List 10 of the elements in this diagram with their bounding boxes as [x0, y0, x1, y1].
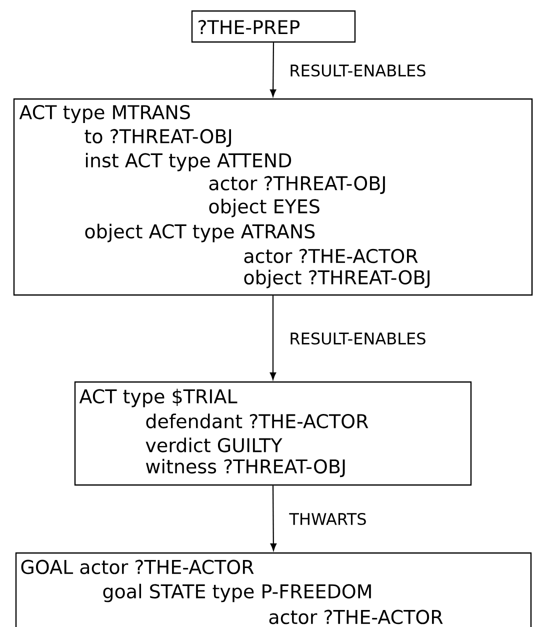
- edge-label: THWARTS: [288, 512, 368, 526]
- node-box: GOAL actor ?THE-ACTOR goal STATE type P-FREEDOM actor ?THE-ACTOR: [15, 552, 532, 627]
- node-box: ACT type $TRIAL defendant ?THE-ACTOR verdict GUILTY witness ?THREAT-OBJ: [74, 381, 472, 486]
- edge-label: RESULT-ENABLES: [288, 63, 428, 78]
- arrow: [270, 486, 276, 551]
- node-box: ACT type MTRANS to ?THREAT-OBJ inst ACT type ATTEND actor ?THREAT-OBJ object EYES object ACT type ATRANS actor ?THE-ACTOR object ?THREAT-OBJ: [13, 98, 533, 296]
- arrow: [270, 296, 276, 380]
- node-box: ?THE-PREP: [191, 10, 356, 43]
- edge-label: RESULT-ENABLES: [288, 331, 428, 346]
- arrow: [270, 42, 276, 97]
